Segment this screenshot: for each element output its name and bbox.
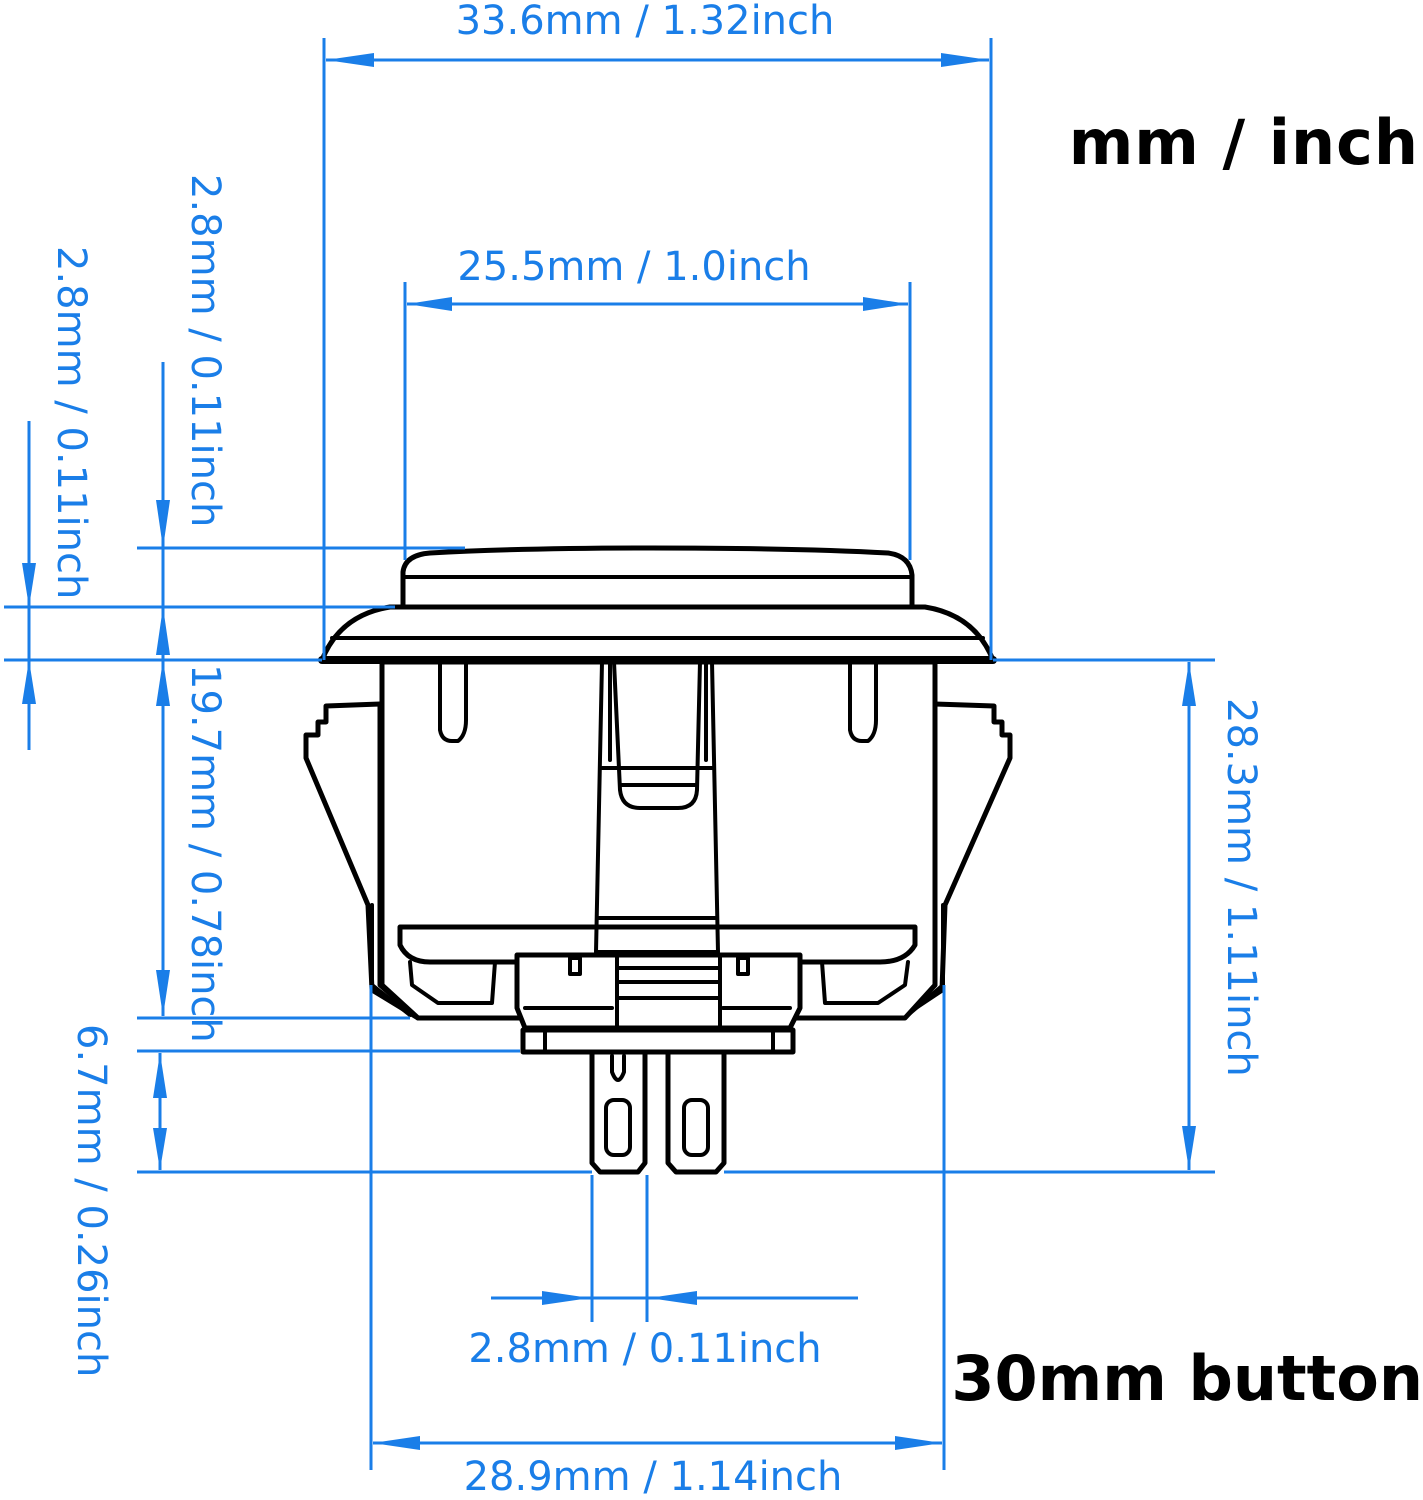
units-label: mm / inch <box>1068 106 1419 179</box>
left-foot <box>408 960 497 1005</box>
switch-base <box>514 952 803 1031</box>
dim-overall-width <box>326 53 989 67</box>
dim-plunger-width <box>407 297 908 311</box>
right-lock-tab <box>848 662 878 743</box>
dim-terminal-width <box>491 1291 858 1305</box>
label-plunger-height: 2.8mm / 0.11inch <box>182 174 228 527</box>
dim-total-depth <box>1182 662 1196 1170</box>
button-outline <box>303 545 1013 1175</box>
label-terminal-length: 6.7mm / 0.26inch <box>68 1024 114 1377</box>
dimension-labels: 33.6mm / 1.32inch 25.5mm / 1.0inch 2.8mm… <box>48 0 1264 1500</box>
dim-body-width <box>373 1436 942 1450</box>
terminal-left-hole <box>604 1098 632 1157</box>
label-body-depth: 19.7mm / 0.78inch <box>182 664 228 1043</box>
actuator-column <box>594 660 720 954</box>
terminal-right-hole <box>682 1098 710 1157</box>
right-foot <box>820 960 910 1005</box>
dim-terminal-length <box>153 1053 167 1170</box>
label-bezel-height: 2.8mm / 0.11inch <box>48 246 94 599</box>
label-total-depth: 28.3mm / 1.11inch <box>1218 698 1264 1077</box>
label-terminal-width: 2.8mm / 0.11inch <box>468 1326 821 1372</box>
label-plunger-width: 25.5mm / 1.0inch <box>457 244 810 290</box>
dim-body-depth <box>156 660 170 1016</box>
switch-flange <box>520 1027 796 1055</box>
dimension-lines <box>4 38 1215 1470</box>
actuator-slot <box>612 660 702 810</box>
label-overall-width: 33.6mm / 1.32inch <box>456 0 835 44</box>
label-body-width: 28.9mm / 1.14inch <box>464 1454 843 1500</box>
dim-bezel-height <box>22 421 36 750</box>
left-lock-tab <box>438 662 468 743</box>
button-size-title: 30mm button <box>951 1342 1423 1415</box>
bezel-ring <box>319 604 996 663</box>
